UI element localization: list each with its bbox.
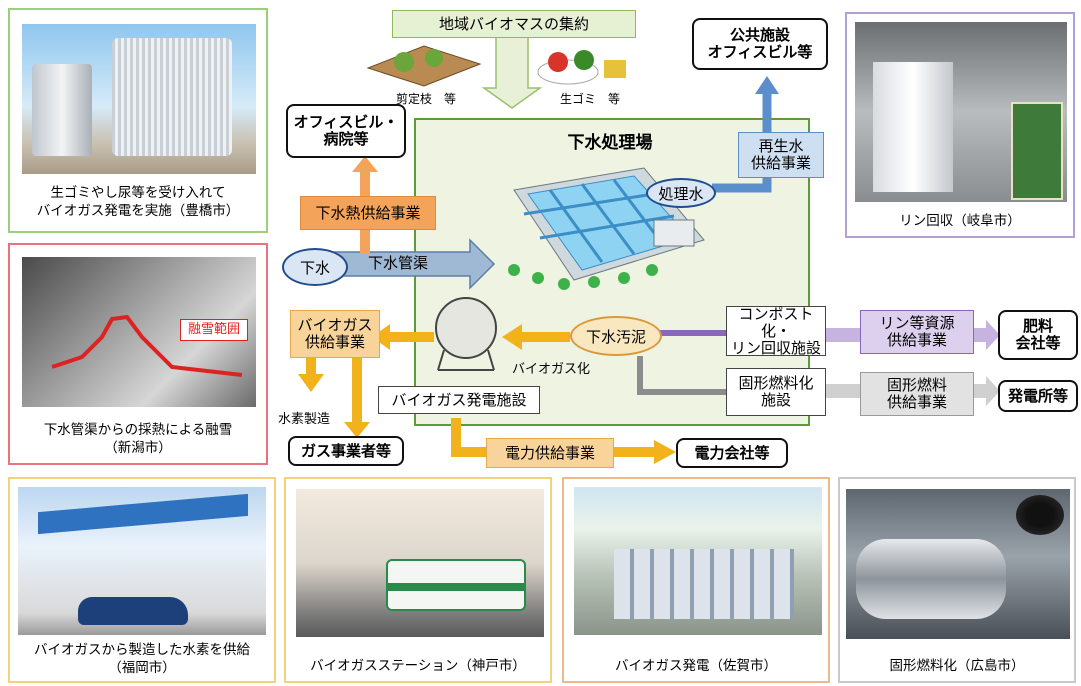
treatment-plant-illustration [494,150,710,296]
node-solid-fuel-supply: 固形燃料 供給事業 [860,372,974,416]
node-power-stations: 発電所等 [998,380,1078,412]
tag-snow-melting-range: 融雪範囲 [180,319,248,341]
photo-frame-niigata: 融雪範囲 下水管渠からの採熱による融雪 （新潟市） [8,243,268,465]
photo-frame-toyohashi: 生ゴミやし尿等を受け入れて バイオガス発電を実施（豊橋市） [8,8,268,233]
node-reclaimed-water-supply: 再生水 供給事業 [738,132,824,178]
label-pruned-branches: 剪定枝 等 [396,92,457,106]
food-waste-illustration [528,38,638,88]
caption-toyohashi: 生ゴミやし尿等を受け入れて バイオガス発電を実施（豊橋市） [36,185,240,219]
node-public-facilities: 公共施設 オフィスビル等 [692,18,828,70]
label-food-waste: 生ゴミ 等 [560,92,621,106]
node-treated-water: 処理水 [646,178,716,208]
photo-frame-hiroshima: 固形燃料化（広島市） [838,477,1076,683]
label-biogasification: バイオガス化 [512,362,591,377]
node-biogas-supply: バイオガス 供給事業 [290,310,380,358]
photo-saga [574,487,822,635]
label-sewer-pipe: 下水管渠 [368,254,429,272]
caption-gifu: リン回収（岐阜市） [899,213,1021,229]
photo-frame-gifu: リン回収（岐阜市） [845,12,1075,238]
photo-kobe [296,489,544,637]
biogas-tank [430,294,502,372]
pruned-branches-illustration [364,40,484,88]
caption-niigata: 下水管渠からの採熱による融雪 （新潟市） [43,422,233,456]
node-solid-fuel-facility: 固形燃料化 施設 [726,368,826,416]
node-fertilizer-companies: 肥料 会社等 [998,310,1078,360]
photo-niigata: 融雪範囲 [22,257,256,407]
plant-title: 下水処理場 [567,133,653,153]
node-sewage-heat-supply: 下水熱供給事業 [300,196,436,230]
caption-kobe: バイオガスステーション（神戸市） [310,658,526,674]
photo-hiroshima [846,489,1070,639]
photo-fukuoka [18,487,266,635]
node-compost-phosphorus-facility: コンポスト化・ リン回収施設 [726,305,826,356]
photo-gifu [855,22,1067,202]
photo-frame-kobe: バイオガスステーション（神戸市） [284,477,552,683]
node-power-companies: 電力会社等 [676,438,788,468]
label-hydrogen-production: 水素製造 [278,412,331,427]
biomass-title: 地域バイオマスの集約 [392,10,636,38]
node-gas-companies: ガス事業者等 [288,436,404,466]
node-office-hospital: オフィスビル・ 病院等 [286,104,406,158]
node-sewage: 下水 [282,248,348,286]
node-sewage-sludge: 下水汚泥 [570,316,662,356]
node-biogas-power-facility: バイオガス発電施設 [378,386,540,414]
photo-toyohashi [22,24,256,174]
node-phosphorus-supply: リン等資源 供給事業 [860,310,974,354]
caption-fukuoka: バイオガスから製造した水素を供給 （福岡市） [34,642,250,676]
caption-hiroshima: 固形燃料化（広島市） [889,658,1025,674]
caption-saga: バイオガス発電（佐賀市） [615,658,777,674]
photo-frame-fukuoka: バイオガスから製造した水素を供給 （福岡市） [8,477,276,683]
photo-frame-saga: バイオガス発電（佐賀市） [562,477,830,683]
node-power-supply: 電力供給事業 [486,438,614,468]
